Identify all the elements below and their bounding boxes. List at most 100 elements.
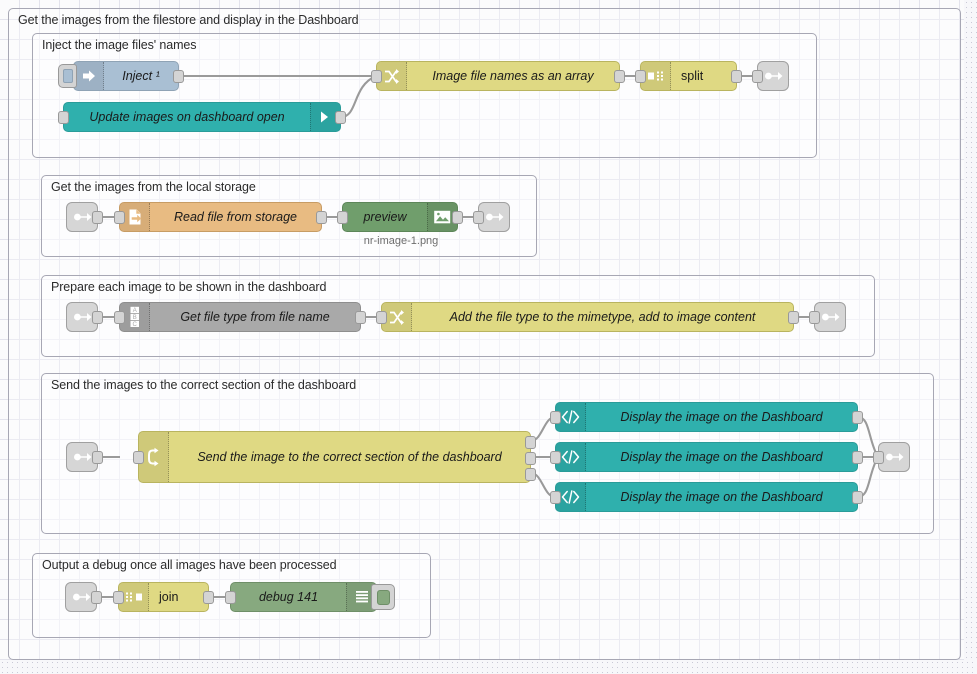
node-preview-sublabel: nr-image-1.png (363, 235, 439, 247)
debug-toggle-button[interactable] (371, 584, 395, 610)
port-out[interactable] (91, 591, 102, 604)
port-out[interactable] (335, 111, 346, 124)
node-switch-label: Send the image to the correct section of… (197, 450, 502, 464)
link-out-icon (822, 313, 840, 321)
inject-arrow-icon (74, 62, 104, 90)
port-out[interactable] (788, 311, 799, 324)
port-in[interactable] (473, 211, 484, 224)
node-read-file[interactable]: Read file from storage (114, 202, 327, 232)
node-display-1[interactable]: Display the image on the Dashboard (550, 402, 863, 432)
code-tag-icon (556, 403, 586, 431)
file-icon (120, 203, 150, 231)
port-in[interactable] (809, 311, 820, 324)
node-display-2-label: Display the image on the Dashboard (620, 450, 823, 464)
node-read-file-label: Read file from storage (174, 210, 297, 224)
node-get-file-type-label: Get file type from file name (180, 310, 330, 324)
group-debug-label: Output a debug once all images have been… (42, 558, 337, 572)
node-inject-label: Inject ¹ (122, 69, 160, 83)
group-outer-label: Get the images from the filestore and di… (18, 13, 359, 27)
port-in[interactable] (114, 311, 125, 324)
svg-text:C: C (132, 322, 137, 328)
node-split-label: split (681, 69, 704, 83)
code-tag-icon (556, 443, 586, 471)
port-in[interactable] (225, 591, 236, 604)
node-link-out-4[interactable] (873, 442, 910, 472)
port-out[interactable] (355, 311, 366, 324)
node-switch[interactable]: Send the image to the correct section of… (133, 431, 536, 483)
node-join[interactable]: join (113, 582, 214, 612)
canvas-out-of-bounds-bottom (0, 660, 977, 674)
node-debug[interactable]: debug 141 (225, 582, 395, 612)
port-out[interactable] (852, 451, 863, 464)
link-in-icon (74, 213, 92, 221)
port-out[interactable] (852, 411, 863, 424)
port-out[interactable] (614, 70, 625, 83)
node-link-out-1[interactable] (752, 61, 789, 91)
node-link-in-4[interactable] (66, 442, 103, 472)
link-out-icon (486, 213, 504, 221)
group-send-label: Send the images to the correct section o… (51, 378, 357, 392)
port-out[interactable] (173, 70, 184, 83)
port-out-2[interactable] (525, 452, 536, 465)
node-display-2[interactable]: Display the image on the Dashboard (550, 442, 863, 472)
port-in[interactable] (550, 451, 561, 464)
port-out[interactable] (731, 70, 742, 83)
node-image-file-names-label: Image file names as an array (432, 69, 594, 83)
node-debug-label: debug 141 (258, 590, 319, 604)
inject-trigger-button[interactable] (58, 64, 77, 88)
port-in[interactable] (114, 211, 125, 224)
node-inject[interactable]: Inject ¹ (58, 61, 184, 91)
change-swap-icon (377, 62, 407, 90)
port-out[interactable] (92, 211, 103, 224)
split-icon (641, 62, 671, 90)
port-out-3[interactable] (525, 468, 536, 481)
svg-text:B: B (132, 315, 136, 321)
port-in[interactable] (873, 451, 884, 464)
port-in[interactable] (550, 411, 561, 424)
group-inject[interactable]: Inject the image files' names (32, 33, 817, 158)
port-out[interactable] (203, 591, 214, 604)
node-link-in-3[interactable] (66, 302, 103, 332)
switch-branch-icon (139, 432, 169, 482)
node-link-in-2[interactable] (66, 202, 103, 232)
node-add-mimetype-label: Add the file type to the mimetype, add t… (449, 310, 756, 324)
port-in[interactable] (337, 211, 348, 224)
node-preview-label: preview (363, 210, 407, 224)
port-in[interactable] (752, 70, 763, 83)
node-add-mimetype[interactable]: Add the file type to the mimetype, add t… (376, 302, 799, 332)
node-link-out-2[interactable] (473, 202, 510, 232)
port-in[interactable] (376, 311, 387, 324)
link-in-icon (74, 453, 92, 461)
port-out[interactable] (452, 211, 463, 224)
port-in[interactable] (635, 70, 646, 83)
port-out-1[interactable] (525, 436, 536, 449)
node-get-file-type[interactable]: A B C Get file type from file name (114, 302, 366, 332)
node-update-images[interactable]: Update images on dashboard open (58, 102, 346, 132)
node-display-1-label: Display the image on the Dashboard (620, 410, 823, 424)
node-link-in-5[interactable] (65, 582, 102, 612)
group-inject-label: Inject the image files' names (42, 38, 197, 52)
node-display-3[interactable]: Display the image on the Dashboard (550, 482, 863, 512)
link-in-icon (73, 593, 91, 601)
node-link-out-3[interactable] (809, 302, 846, 332)
port-in[interactable] (58, 111, 69, 124)
port-in[interactable] (371, 70, 382, 83)
node-display-3-label: Display the image on the Dashboard (620, 490, 823, 504)
port-out[interactable] (92, 451, 103, 464)
port-in[interactable] (133, 451, 144, 464)
port-out[interactable] (316, 211, 327, 224)
node-split[interactable]: split (635, 61, 742, 91)
code-tag-icon (556, 483, 586, 511)
node-join-label: join (159, 590, 179, 604)
port-out[interactable] (92, 311, 103, 324)
node-image-file-names[interactable]: Image file names as an array (371, 61, 625, 91)
node-preview[interactable]: preview (337, 202, 463, 232)
link-out-icon (765, 72, 783, 80)
port-out[interactable] (852, 491, 863, 504)
group-storage-label: Get the images from the local storage (51, 180, 256, 194)
port-in[interactable] (113, 591, 124, 604)
abc-icon: A B C (120, 303, 150, 331)
node-update-images-label: Update images on dashboard open (89, 110, 285, 124)
port-in[interactable] (550, 491, 561, 504)
